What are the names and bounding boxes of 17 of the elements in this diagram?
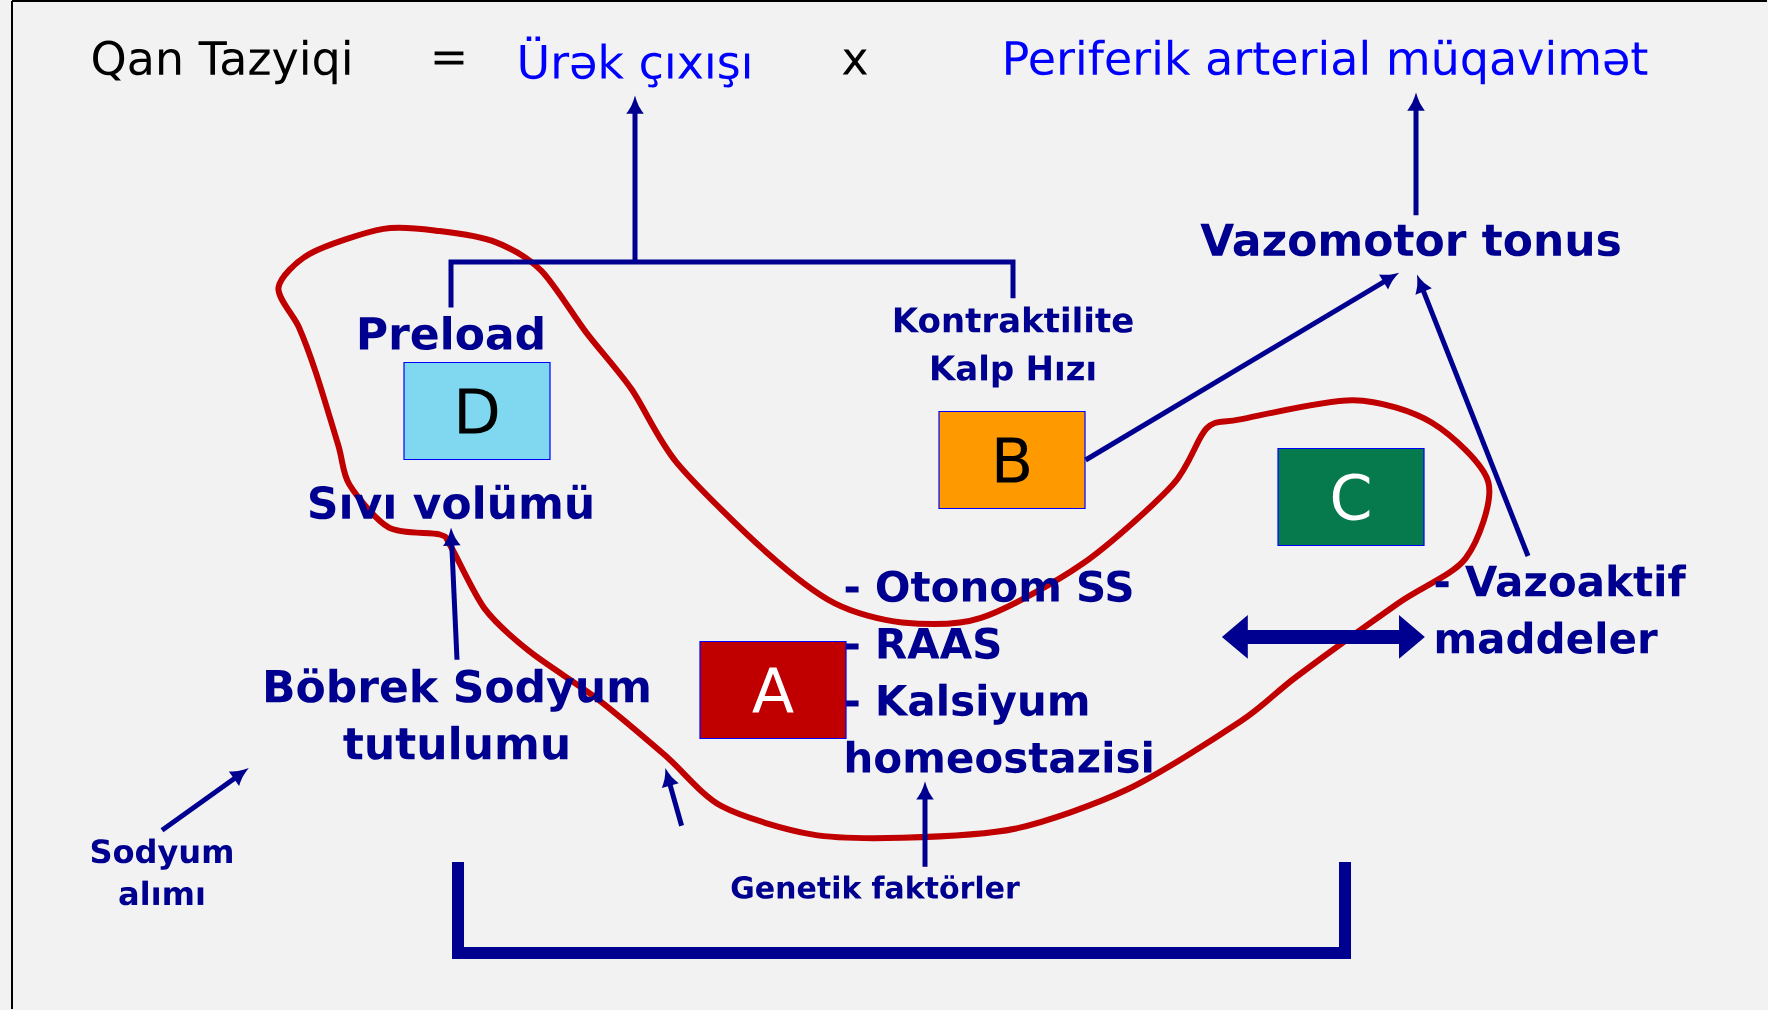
operator-sign: = [434, 51, 464, 65]
arrow [1084, 273, 1396, 463]
heading-text: Periferik arterial müqavimət [1006, 39, 1648, 85]
text-label: Kontraktilite Kalp Hızı [894, 306, 1133, 388]
operator-sign: x [842, 49, 868, 75]
text-label: Genetik faktörler [731, 875, 1020, 899]
letter-box: D [403, 361, 551, 461]
text-label: Preload [359, 315, 543, 351]
arrow [160, 769, 246, 833]
heading-text: Ürək çıxışı [520, 36, 750, 88]
letter-box: A [699, 640, 847, 740]
heading-text: Qan Tazyiqi [93, 39, 350, 85]
text-label: Vazomotor tonus [1200, 223, 1620, 257]
letter-box: B [938, 410, 1086, 510]
text-label: - Vazoaktif maddeler [1435, 564, 1687, 654]
letter-box: C [1277, 447, 1425, 547]
text-label: Sodyum alımı [91, 838, 232, 906]
